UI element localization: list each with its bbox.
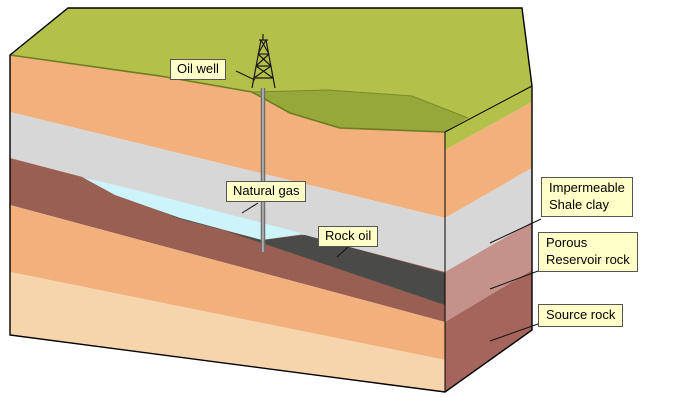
side-layer-porous-reservoir [445,222,532,322]
porous-reservoir-line2: Reservoir rock [546,251,630,267]
callout-porous-reservoir: Porous Reservoir rock [538,232,638,272]
front-layer-top-sandstone [10,55,445,218]
valley-slope [252,90,468,132]
side-layer-impermeable-shale [445,168,532,272]
callout-oil-well: Oil well [170,59,226,80]
leader-oil-well [235,70,256,81]
front-layer-reservoir [10,158,445,322]
leader-porous-reservoir [489,270,539,290]
leader-source-rock [489,323,539,342]
callout-natural-gas: Natural gas [226,181,307,202]
porous-reservoir-line1: Porous [546,235,588,250]
leader-natural-gas [241,202,259,214]
side-layer-source-rock [445,270,532,392]
front-layer-lower-sandstone [10,205,445,360]
impermeable-shale-line2: Shale clay [549,196,609,212]
impermeable-shale-line1: Impermeable [549,180,625,195]
callout-rock-oil: Rock oil [318,226,379,247]
leader-impermeable-shale [489,218,542,244]
top-right-edge [444,85,533,133]
leader-rock-oil [336,246,349,258]
surface-front-edge [9,54,446,133]
valley-rim-line [251,89,469,119]
source-rock-line1: Source rock [546,307,616,322]
front-layer-bottom-sandstone [10,272,445,392]
callout-source-rock: Source rock [538,304,624,327]
natural-gas-deposit-shape [82,177,305,240]
side-layer-grass [445,86,532,150]
oil-derrick-icon [251,34,276,89]
side-layer-sandstone [445,102,532,218]
callout-impermeable-shale: Impermeable Shale clay [541,177,633,217]
block-outline [9,7,533,393]
